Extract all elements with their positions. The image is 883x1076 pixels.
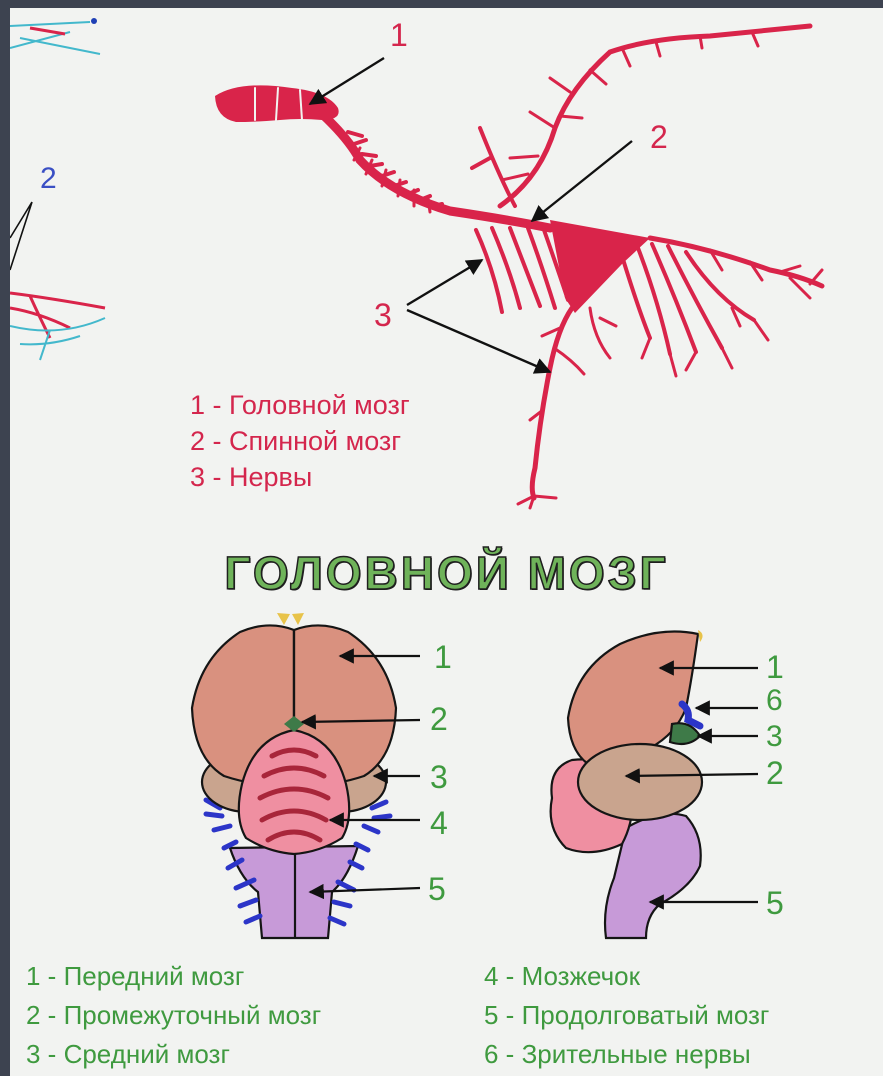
dorsal-label-1: 1 <box>434 639 452 675</box>
brain-section-title: ГОЛОВНОЙ МОЗГ <box>10 546 883 600</box>
lateral-label-1: 1 <box>766 649 784 685</box>
callout-2: 2 <box>650 119 668 155</box>
legend-brain: 1 - Головной мозг <box>190 392 410 419</box>
side-callout-2: 2 <box>40 162 57 195</box>
dorsal-label-4: 4 <box>430 805 448 841</box>
lateral-midbrain <box>578 744 702 820</box>
callout-1: 1 <box>390 17 408 53</box>
callout-3: 3 <box>374 297 392 333</box>
dorsal-label-5: 5 <box>428 871 446 907</box>
legend-medulla: 5 - Продолговатый мозг <box>484 1002 769 1028</box>
lateral-label-6: 6 <box>766 684 783 717</box>
legend-diencephalon: 2 - Промежуточный мозг <box>26 1002 321 1028</box>
legend-optic-nerves: 6 - Зрительные нервы <box>484 1041 751 1067</box>
legend-forebrain: 1 - Передний мозг <box>26 963 244 989</box>
legend-spinal-cord: 2 - Спинной мозг <box>190 428 401 455</box>
anatomy-illustration: 1 2 3 2 1 2 3 4 5 1 6 3 2 5 <box>10 8 883 1076</box>
lateral-label-2: 2 <box>766 755 784 791</box>
lateral-label-5: 5 <box>766 885 784 921</box>
slide-canvas: 1 2 3 2 1 2 3 4 5 1 6 3 2 5 1 - Головной… <box>10 8 883 1076</box>
legend-nerves: 3 - Нервы <box>190 464 312 491</box>
leg-nerve <box>532 308 572 498</box>
legend-cerebellum: 4 - Мозжечок <box>484 963 640 989</box>
dorsal-label-2: 2 <box>430 701 448 737</box>
spinal-cord <box>322 114 550 228</box>
legend-midbrain: 3 - Средний мозг <box>26 1041 230 1067</box>
lateral-label-3: 3 <box>766 720 783 753</box>
brain-lateral-view <box>551 630 703 938</box>
dorsal-label-3: 3 <box>430 759 448 795</box>
upper-nerve <box>500 26 810 206</box>
side-fragment <box>10 18 105 360</box>
